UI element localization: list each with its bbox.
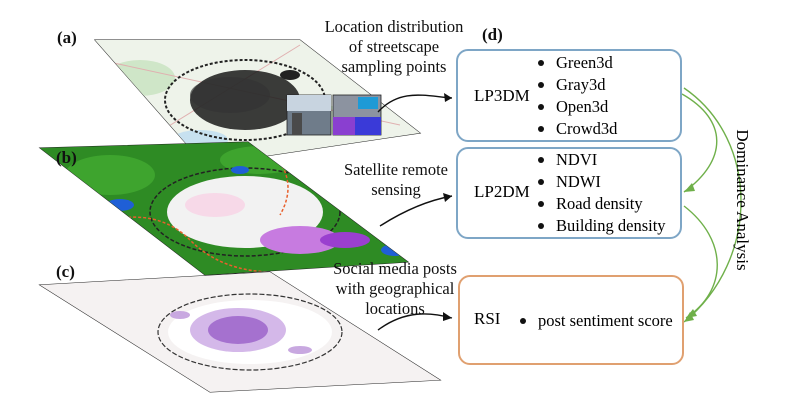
rsi-list: post sentiment score bbox=[518, 310, 673, 332]
lp2dm-item-ndvi: NDVI bbox=[536, 149, 666, 171]
box-rsi-name: RSI bbox=[474, 309, 501, 328]
caption-b: Satellite remote sensing bbox=[330, 160, 462, 200]
box-lp2dm: LP2DM NDVI NDWI Road density Building de… bbox=[456, 147, 682, 239]
lp3dm-item-crowd3d: Crowd3d bbox=[536, 118, 617, 140]
caption-arrows bbox=[377, 93, 453, 331]
arrow-lp3dm-to-lp2dm bbox=[681, 93, 718, 193]
caption-b-line-2: sensing bbox=[371, 179, 421, 199]
caption-a: Location distribution of streetscape sam… bbox=[314, 17, 474, 76]
arrow-lp2dm-to-rsi bbox=[683, 205, 718, 319]
arrow-lp3dm-to-rsi bbox=[683, 87, 742, 323]
box-lp3dm: LP3DM Green3d Gray3d Open3d Crowd3d bbox=[456, 49, 682, 142]
rsi-item-post-sentiment-score: post sentiment score bbox=[518, 310, 673, 332]
caption-c-line-1: Social media posts bbox=[333, 259, 457, 278]
lp2dm-item-building-density: Building density bbox=[536, 215, 666, 237]
caption-c: Social media posts with geographical loc… bbox=[320, 259, 470, 318]
arrow-b-to-lp2dm bbox=[379, 195, 453, 227]
dominance-analysis-label: Dominance Analysis bbox=[733, 129, 752, 271]
caption-a-line-3: sampling points bbox=[341, 56, 447, 76]
lp3dm-list: Green3d Gray3d Open3d Crowd3d bbox=[536, 52, 617, 140]
caption-c-line-2: with geographical bbox=[335, 278, 455, 298]
lp3dm-item-green3d: Green3d bbox=[536, 52, 617, 74]
caption-c-line-3: locations bbox=[365, 298, 425, 318]
panel-label-c: (c) bbox=[56, 262, 75, 281]
arrow-a-to-lp3dm bbox=[377, 94, 453, 113]
lp3dm-item-gray3d: Gray3d bbox=[536, 74, 617, 96]
lp3dm-item-open3d: Open3d bbox=[536, 96, 617, 118]
panel-label-d: (d) bbox=[482, 25, 503, 44]
box-lp2dm-name: LP2DM bbox=[474, 182, 530, 201]
lp2dm-list: NDVI NDWI Road density Building density bbox=[536, 149, 666, 237]
lp2dm-item-ndwi: NDWI bbox=[536, 171, 666, 193]
caption-a-line-2: of streetscape bbox=[348, 36, 440, 56]
dominance-arrows bbox=[681, 87, 742, 323]
box-lp3dm-name: LP3DM bbox=[474, 86, 530, 105]
caption-a-line-1: Location distribution bbox=[324, 17, 464, 36]
caption-b-line-1: Satellite remote bbox=[343, 160, 448, 179]
panel-label-a: (a) bbox=[57, 28, 77, 47]
panel-label-b: (b) bbox=[56, 148, 77, 167]
lp2dm-item-road-density: Road density bbox=[536, 193, 666, 215]
box-rsi: RSI post sentiment score bbox=[458, 275, 684, 365]
